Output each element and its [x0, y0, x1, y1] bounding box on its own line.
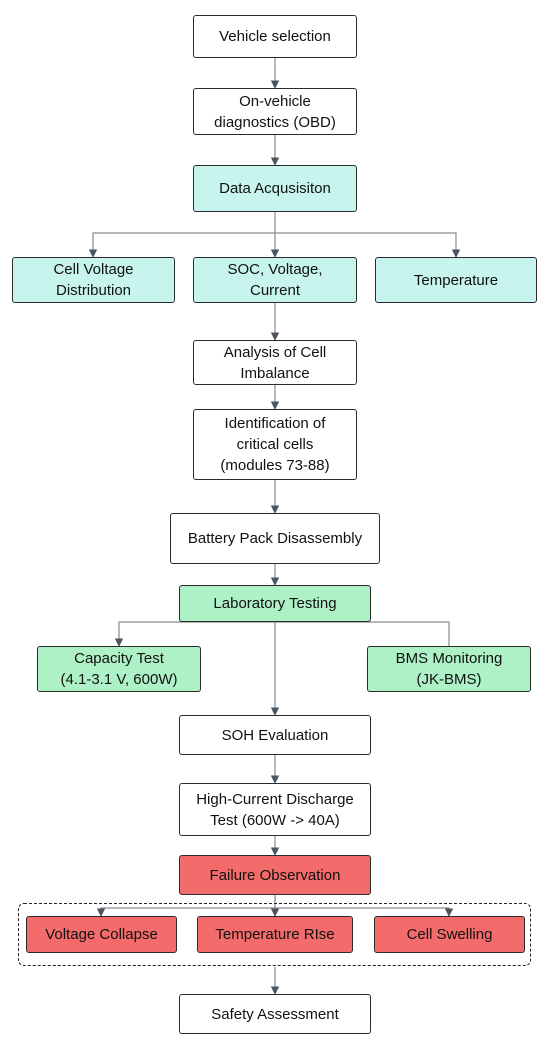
node-label: SOC, Voltage, Current — [227, 261, 323, 299]
node-critical-cells[interactable]: Identification of critical cells (module… — [193, 409, 357, 480]
node-soc-voltage-current[interactable]: SOC, Voltage, Current — [193, 257, 357, 303]
node-label: Temperature RIse — [215, 926, 335, 943]
node-temperature[interactable]: Temperature — [375, 257, 537, 303]
node-high-current-discharge[interactable]: High-Current Discharge Test (600W -> 40A… — [179, 783, 371, 836]
node-label: Safety Assessment — [211, 1005, 339, 1023]
edge-acquisition-to-temperature — [275, 232, 461, 258]
node-label: Identification of critical cells (module… — [220, 415, 330, 474]
edge-acquisition-to-cell-voltage — [88, 212, 276, 258]
node-label: Analysis of Cell Imbalance — [223, 343, 327, 382]
node-voltage-collapse[interactable]: Voltage Collapse — [26, 916, 177, 953]
node-capacity-test[interactable]: Capacity Test (4.1-3.1 V, 600W) — [37, 646, 201, 692]
edge-lab-to-capacity — [114, 621, 275, 647]
node-label: Battery Pack Disassembly — [187, 530, 363, 547]
node-label: BMS Monitoring (JK-BMS) — [395, 650, 503, 688]
node-cell-imbalance[interactable]: Analysis of Cell Imbalance — [193, 340, 357, 385]
node-label: Vehicle selection — [219, 28, 331, 45]
node-label: Failure Observation — [209, 866, 341, 884]
node-failure-observation[interactable]: Failure Observation — [179, 855, 371, 895]
node-bms-monitoring[interactable]: BMS Monitoring (JK-BMS) — [367, 646, 531, 692]
node-label: High-Current Discharge Test (600W -> 40A… — [196, 790, 354, 829]
node-label: On-vehicle diagnostics (OBD) — [214, 92, 336, 131]
node-temperature-rise[interactable]: Temperature RIse — [197, 916, 353, 953]
node-data-acquisition[interactable]: Data Acqusisiton — [193, 165, 357, 212]
node-label: Cell Swelling — [406, 926, 493, 943]
node-safety-assessment[interactable]: Safety Assessment — [179, 994, 371, 1034]
edge-failure-to-voltage-collapse — [96, 895, 276, 917]
node-obd[interactable]: On-vehicle diagnostics (OBD) — [193, 88, 357, 135]
node-label: Capacity Test (4.1-3.1 V, 600W) — [60, 650, 178, 688]
node-cell-voltage-distribution[interactable]: Cell Voltage Distribution — [12, 257, 175, 303]
node-label: Laboratory Testing — [213, 595, 337, 612]
node-label: Temperature — [413, 271, 499, 289]
node-label: Voltage Collapse — [45, 926, 158, 943]
failure-modes-group — [18, 903, 531, 966]
node-label: SOH Evaluation — [221, 726, 329, 744]
edge-failure-to-cell-swelling — [275, 907, 454, 917]
node-label: Cell Voltage Distribution — [53, 261, 134, 299]
edge-lab-to-bms — [275, 621, 450, 646]
node-battery-pack-disassembly[interactable]: Battery Pack Disassembly — [170, 513, 380, 564]
node-soh-evaluation[interactable]: SOH Evaluation — [179, 715, 371, 755]
node-laboratory-testing[interactable]: Laboratory Testing — [179, 585, 371, 622]
node-cell-swelling[interactable]: Cell Swelling — [374, 916, 525, 953]
node-label: Data Acqusisiton — [219, 180, 331, 197]
node-vehicle-selection[interactable]: Vehicle selection — [193, 15, 357, 58]
